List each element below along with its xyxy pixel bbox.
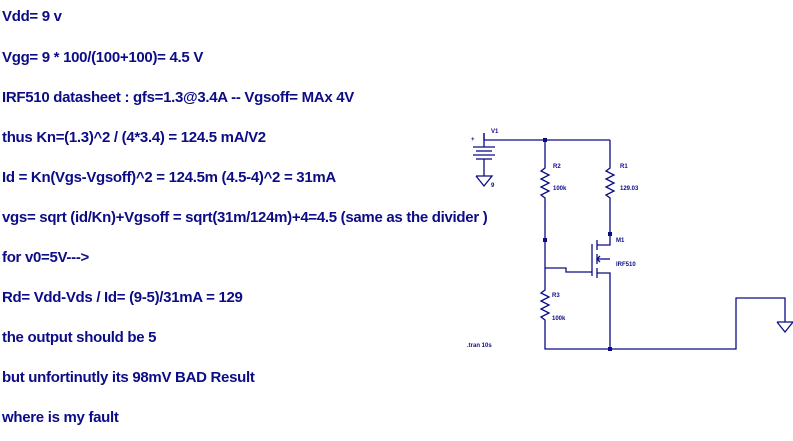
note-line-vgg: Vgg= 9 * 100/(100+100)= 4.5 V: [2, 49, 204, 66]
gate-node-wiring: [543, 204, 592, 285]
supply-rail: [483, 133, 611, 163]
note-line-result: but unfortinutly its 98mV BAD Result: [2, 369, 255, 386]
resistor-r1: R1 129.03: [604, 163, 639, 204]
voltage-source-v1: + V1 9: [471, 129, 499, 189]
mosfet-m1: M1 IRF510: [591, 204, 636, 300]
ground-symbol-output: [776, 321, 793, 334]
source-plus-sign: +: [471, 137, 475, 143]
note-line-vgs: vgs= sqrt (id/Kn)+Vgsoff = sqrt(31m/124m…: [2, 209, 488, 226]
r3-value-label: 100k: [552, 316, 566, 322]
rail-junction-dot: [543, 138, 547, 142]
gate-junction-dot: [543, 238, 547, 242]
r1-name-label: R1: [620, 164, 628, 170]
note-line-kn: thus Kn=(1.3)^2 / (4*3.4) = 124.5 mA/V2: [2, 129, 266, 146]
m1-name-label: M1: [616, 238, 625, 244]
source-name-label: V1: [491, 129, 499, 135]
ground-symbol-source: [475, 175, 494, 188]
r2-value-label: 100k: [553, 186, 567, 192]
r2-name-label: R2: [553, 164, 561, 170]
note-line-expected: the output should be 5: [2, 329, 157, 346]
note-line-id: Id = Kn(Vgs-Vgsoff)^2 = 124.5m (4.5-4)^2…: [2, 169, 336, 186]
bottom-rail: [544, 297, 786, 351]
m1-part-label: IRF510: [616, 262, 636, 268]
resistor-r2: R2 100k: [539, 163, 567, 204]
r3-name-label: R3: [552, 293, 560, 299]
note-line-target: for v0=5V--->: [2, 249, 89, 266]
source-value-label: 9: [491, 183, 495, 189]
note-line-datasheet: IRF510 datasheet : gfs=1.3@3.4A -- Vgsof…: [2, 89, 354, 106]
source-junction-dot: [608, 347, 612, 351]
r1-value-label: 129.03: [620, 186, 639, 192]
note-line-vdd: Vdd= 9 v: [2, 8, 62, 25]
note-line-rd: Rd= Vdd-Vds / Id= (9-5)/31mA = 129: [2, 289, 243, 306]
resistor-r3: R3 100k: [539, 285, 566, 326]
note-line-question: where is my fault: [2, 409, 119, 426]
spice-directive: .tran 10s: [467, 343, 492, 349]
drain-junction-dot: [608, 232, 612, 236]
